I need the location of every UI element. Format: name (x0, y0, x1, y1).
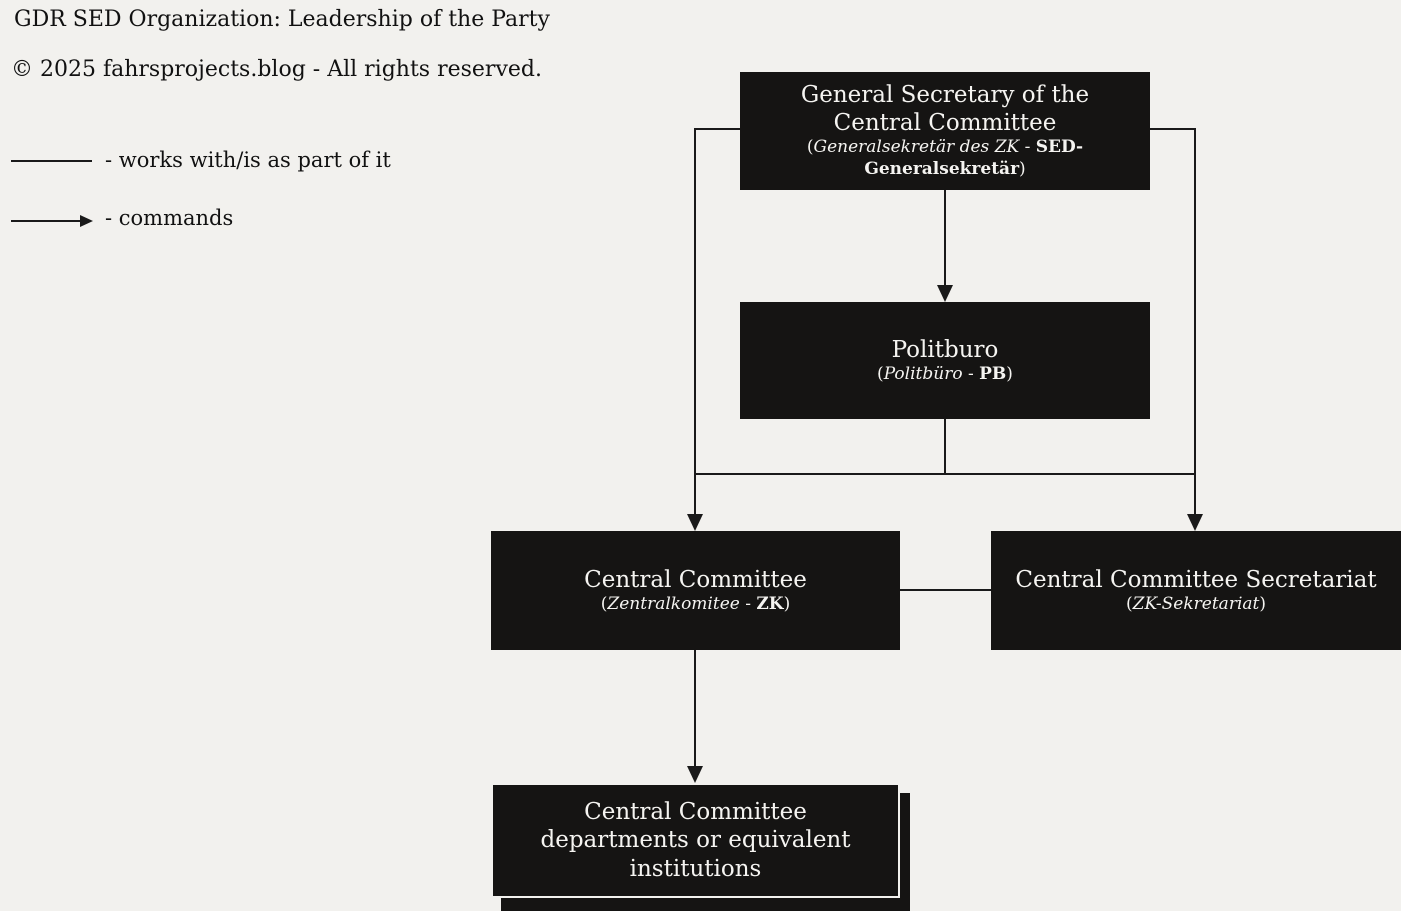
node-cc-departments: Central Committee departments or equival… (491, 783, 900, 898)
node-cc-secretariat: Central Committee Secretariat (ZK-Sekret… (991, 531, 1401, 650)
arrowhead-politburo-icon (937, 285, 953, 302)
node-politburo-title: Politburo (891, 336, 999, 363)
connector-gs-to-ccs (1150, 128, 1196, 516)
copyright-notice: © 2025 fahrsprojects.blog - All rights r… (11, 57, 542, 82)
node-politburo: Politburo (Politbüro - PB) (740, 302, 1150, 419)
legend-commands-label: - commands (105, 206, 234, 230)
arrowhead-cc-icon (687, 514, 703, 531)
page-title: GDR SED Organization: Leadership of the … (14, 7, 550, 32)
node-central-committee: Central Committee (Zentralkomitee - ZK) (491, 531, 900, 650)
node-general-secretary-subtitle: (Generalsekretär des ZK - SED-Generalsek… (806, 137, 1084, 180)
arrowhead-ccs-icon (1187, 514, 1203, 531)
node-central-committee-subtitle: (Zentralkomitee - ZK) (600, 593, 791, 614)
legend-works-with-label: - works with/is as part of it (105, 148, 391, 172)
node-central-committee-title: Central Committee (584, 566, 807, 593)
arrowhead-departments-icon (687, 766, 703, 783)
node-general-secretary-title: General Secretary of the Central Committ… (800, 82, 1090, 137)
node-general-secretary: General Secretary of the Central Committ… (740, 72, 1150, 190)
legend-commands-arrowhead-icon (80, 215, 93, 227)
node-cc-secretariat-subtitle: (ZK-Sekretariat) (1126, 593, 1266, 614)
node-cc-secretariat-title: Central Committee Secretariat (1015, 566, 1377, 593)
connector-gs-to-cc (694, 128, 740, 516)
node-politburo-subtitle: (Politbüro - PB) (877, 363, 1013, 384)
node-cc-departments-title: Central Committee departments or equival… (540, 799, 851, 882)
